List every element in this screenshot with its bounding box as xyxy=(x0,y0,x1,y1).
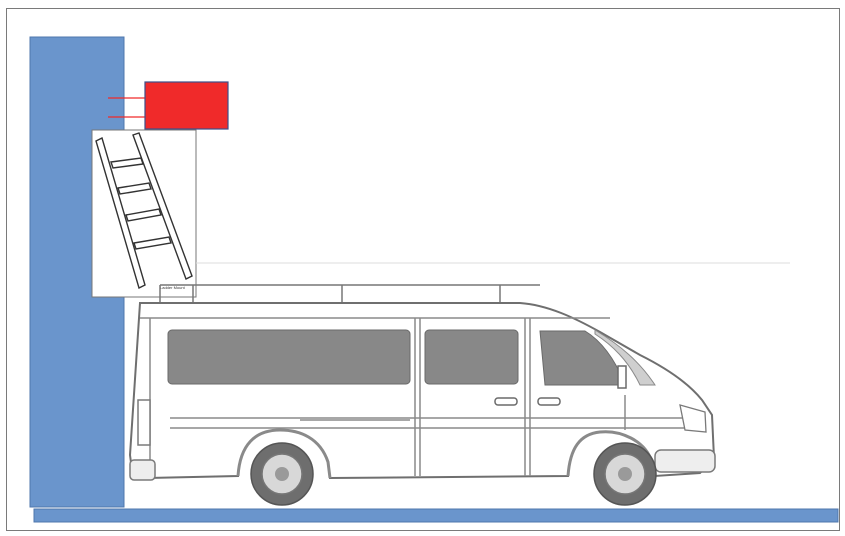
van-window-rear xyxy=(168,330,410,384)
door-handle-1 xyxy=(495,398,517,405)
van-wheel-rear xyxy=(251,443,313,505)
van-wheel-front xyxy=(594,443,656,505)
van-rear-light xyxy=(138,400,150,445)
van xyxy=(130,285,715,505)
van-window-middle xyxy=(425,330,518,384)
roof-rack xyxy=(160,285,540,303)
door-handle-2 xyxy=(538,398,560,405)
floor xyxy=(34,509,838,522)
van-front-bumper xyxy=(655,450,715,472)
van-rear-bumper xyxy=(130,460,155,480)
ladder-panel: Ladder Mount xyxy=(92,130,196,297)
wall-mount-box xyxy=(145,82,228,129)
van-mirror xyxy=(618,366,626,388)
